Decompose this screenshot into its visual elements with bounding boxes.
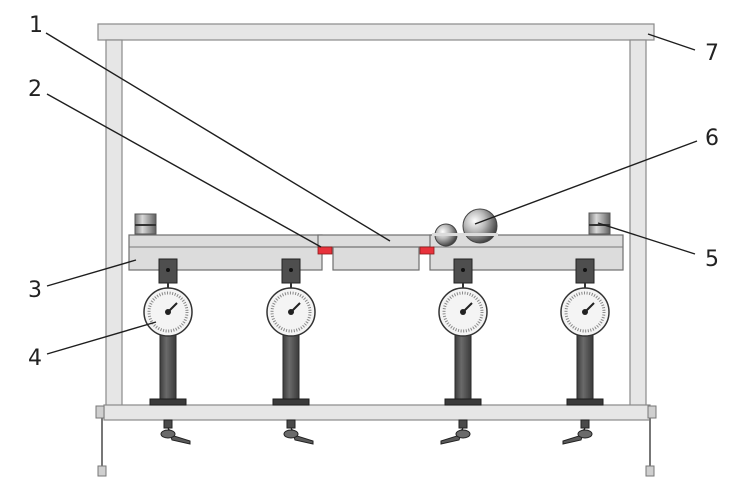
lever-knob-4 (577, 429, 593, 439)
right-weight-band (589, 224, 610, 226)
leader-5 (597, 222, 696, 255)
leader-3 (46, 259, 137, 287)
gauge-post-1 (159, 333, 177, 401)
top-crossbar (97, 23, 655, 41)
beam-center-segment (332, 244, 420, 271)
post-base-4 (566, 398, 604, 406)
post-base-2 (272, 398, 310, 406)
right-rail-clamp (647, 405, 657, 419)
callout-labels: 1 2 3 4 5 6 7 (28, 13, 719, 371)
gauge-mount-pin-4 (583, 268, 587, 272)
gauge-hub-4 (582, 309, 588, 315)
label-4: 4 (28, 346, 42, 371)
gauge-scale-4 (564, 291, 606, 333)
gauge-station-1 (143, 258, 193, 445)
label-6: 6 (705, 126, 719, 151)
leader-2 (46, 93, 322, 248)
gauge-stations (143, 258, 610, 445)
gauge-scale-2 (270, 291, 312, 333)
label-2: 2 (28, 77, 42, 102)
lever-knob-3 (455, 429, 471, 439)
post-base-3 (444, 398, 482, 406)
gauge-hub-2 (288, 309, 294, 315)
post-base-1 (149, 398, 187, 406)
gauge-mount-pin-1 (166, 268, 170, 272)
leader-lines (45, 32, 698, 355)
gauge-scale-3 (442, 291, 484, 333)
large-sphere (462, 208, 498, 244)
leader-6 (474, 140, 698, 225)
gauge-hub-1 (165, 309, 171, 315)
gauge-station-3 (438, 258, 488, 445)
gauge-mount-pin-2 (289, 268, 293, 272)
right-red-marker (419, 246, 435, 255)
lever-stem-2 (286, 419, 296, 429)
leader-4 (46, 321, 157, 355)
gauge-station-4 (560, 258, 610, 445)
gauge-post-2 (282, 333, 300, 401)
beam-center-top (317, 234, 434, 248)
gauge-scale-1 (147, 291, 189, 333)
beam-assembly (128, 234, 624, 271)
left-foot (97, 465, 107, 477)
gauge-hub-3 (460, 309, 466, 315)
leader-1 (45, 32, 391, 242)
leader-7 (647, 33, 696, 51)
sphere-shelf (432, 233, 498, 236)
label-5: 5 (705, 247, 719, 272)
gauge-station-2 (266, 258, 316, 445)
lever-knob-1 (160, 429, 176, 439)
label-1: 1 (29, 13, 43, 38)
left-weight-band (135, 224, 156, 226)
lever-knob-2 (283, 429, 299, 439)
left-red-marker (317, 246, 333, 255)
base-rail (103, 404, 651, 421)
spheres (432, 208, 498, 247)
left-rail-clamp (95, 405, 105, 419)
gauge-post-3 (454, 333, 472, 401)
label-7: 7 (705, 41, 719, 66)
lever-stem-3 (458, 419, 468, 429)
right-upright (629, 39, 647, 407)
lever-stem-1 (163, 419, 173, 429)
gauge-post-4 (576, 333, 594, 401)
gauge-mount-pin-3 (461, 268, 465, 272)
label-3: 3 (28, 278, 42, 303)
right-foot (645, 465, 655, 477)
frame (95, 23, 657, 477)
left-upright (105, 39, 123, 407)
lever-stem-4 (580, 419, 590, 429)
